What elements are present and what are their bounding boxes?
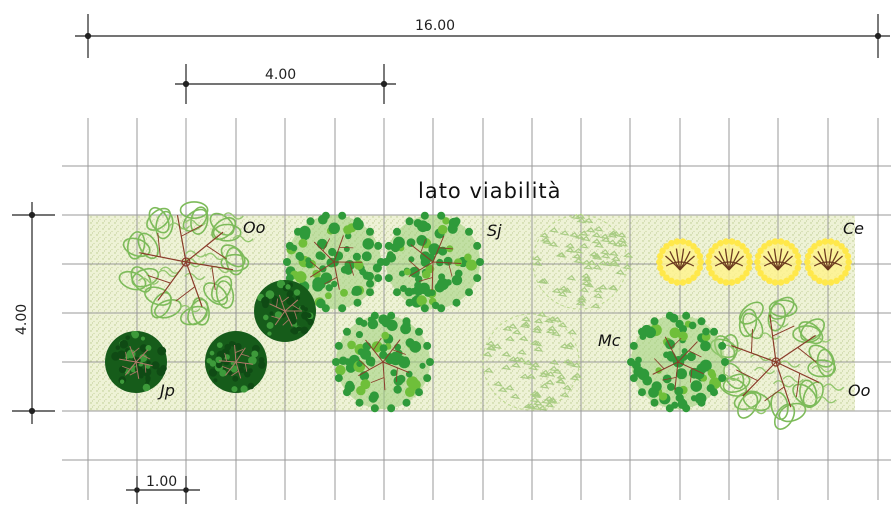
plant-jp-7 xyxy=(105,330,167,393)
dimension-unit xyxy=(126,476,200,504)
plant-jp-9 xyxy=(254,279,316,342)
plant-mc-6 xyxy=(482,311,583,411)
species-label-oo-top: Oo xyxy=(243,218,266,237)
dimension-total xyxy=(75,14,890,58)
plant-oo-1 xyxy=(709,296,845,430)
dimension-unit-label: 1.00 xyxy=(146,474,177,490)
plants-layer xyxy=(105,201,852,430)
species-label-mc: Mc xyxy=(598,331,621,350)
plant-ce-10 xyxy=(656,238,704,286)
dimension-segment-label: 4.00 xyxy=(265,67,296,83)
plant-jp-8 xyxy=(205,331,267,393)
plant-oo-0 xyxy=(118,201,254,326)
plant-sj-14 xyxy=(627,311,729,413)
species-label-jp: Jp xyxy=(157,381,175,400)
plant-sj-4 xyxy=(332,311,434,413)
dimension-segment xyxy=(175,64,396,104)
species-label-sj: Sj xyxy=(487,221,502,240)
species-label-oo-bottom: Oo xyxy=(848,381,871,400)
dimension-depth xyxy=(12,202,55,424)
plant-ce-12 xyxy=(754,238,802,286)
plant-ce-11 xyxy=(705,238,753,286)
side-label: lato viabilità xyxy=(418,179,562,203)
plant-ce-13 xyxy=(804,238,852,286)
plant-sj-3 xyxy=(382,211,484,313)
plant-sj-5 xyxy=(531,213,633,310)
plant-sj-2 xyxy=(283,211,385,313)
species-label-ce: Ce xyxy=(843,219,864,238)
dimension-total-label: 16.00 xyxy=(415,18,455,34)
dimension-depth-label: 4.00 xyxy=(14,304,30,335)
